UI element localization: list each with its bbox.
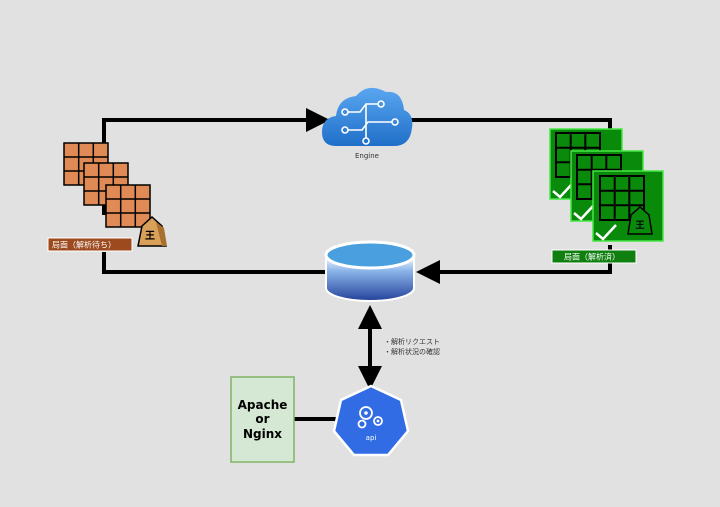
pending-label: 局面（解析待ち）: [52, 240, 116, 250]
flow-line-engine-to-done: [410, 118, 612, 130]
database-icon: [324, 240, 416, 302]
note-status: ・解析状況の確認: [384, 347, 440, 356]
done-label-box: [551, 249, 637, 264]
shogi-king-piece-dark-icon: 王: [627, 205, 653, 235]
server-line-2: or: [255, 412, 269, 426]
flow-line-database-to-pending: [102, 252, 326, 274]
done-boards-group[interactable]: 王 局面（解析済）: [549, 128, 664, 264]
cloud-circuit-icon: [322, 87, 413, 146]
web-server-node[interactable]: Apache or Nginx: [230, 376, 295, 463]
server-line-1: Apache: [238, 398, 288, 412]
api-label: api: [366, 434, 377, 442]
pending-label-box: [47, 237, 133, 252]
kubernetes-gear-icon: [332, 384, 410, 457]
done-board-3: 王: [592, 170, 664, 242]
server-line-3: Nginx: [243, 427, 282, 441]
pending-board-3: [105, 184, 151, 228]
database-node[interactable]: [324, 240, 416, 302]
engine-label: Engine: [355, 152, 379, 160]
note-request: ・解析リクエスト: [384, 337, 440, 346]
done-label: 局面（解析済）: [564, 252, 620, 262]
engine-node[interactable]: Engine: [322, 87, 413, 160]
piece-char: 王: [145, 230, 155, 242]
api-node[interactable]: api: [332, 384, 410, 457]
shogi-king-piece-icon: 王: [137, 215, 167, 247]
piece-char-dark: 王: [635, 220, 644, 231]
pending-boards-group[interactable]: 王 局面（解析待ち）: [47, 142, 167, 252]
